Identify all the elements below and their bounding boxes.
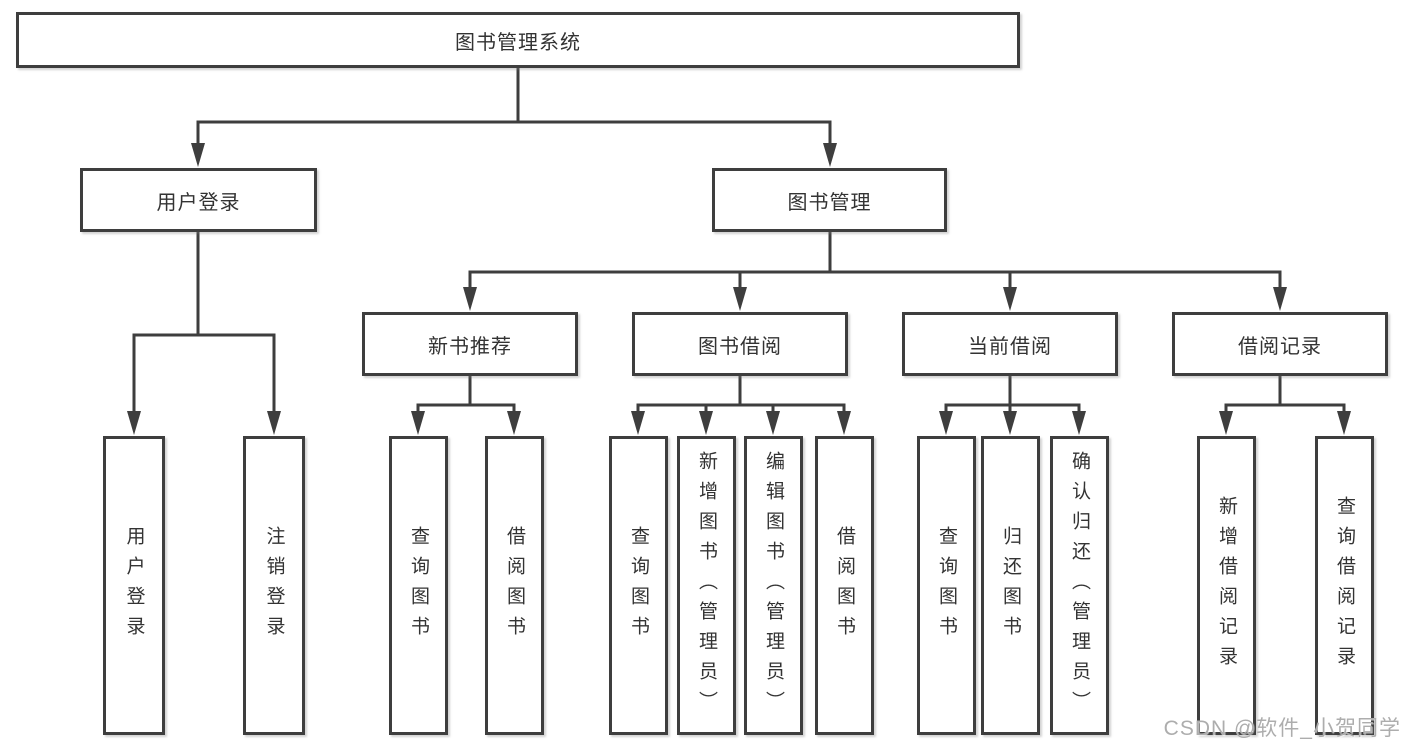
- node-root-library-system: 图书管理系统: [16, 12, 1020, 68]
- leaf-add-borrow-record: 新增借阅记录: [1197, 436, 1256, 735]
- node-label: 新增图书（管理员）: [696, 450, 717, 721]
- leaf-logout: 注销登录: [243, 436, 305, 735]
- node-label: 借阅图书: [504, 525, 525, 646]
- node-label: 查询图书: [408, 525, 429, 646]
- leaf-borrow-books-2: 借阅图书: [815, 436, 874, 735]
- node-label: 确认归还（管理员）: [1069, 450, 1090, 721]
- leaf-query-books-3: 查询图书: [917, 436, 976, 735]
- node-label: 归还图书: [1000, 525, 1021, 646]
- node-label: 新书推荐: [428, 335, 512, 358]
- node-label: 新增借阅记录: [1216, 495, 1237, 676]
- node-user-login: 用户登录: [80, 168, 317, 232]
- node-book-management: 图书管理: [712, 168, 947, 232]
- leaf-query-borrow-record: 查询借阅记录: [1315, 436, 1374, 735]
- node-label: 借阅记录: [1238, 335, 1322, 358]
- leaf-query-books-1: 查询图书: [389, 436, 448, 735]
- node-label: 编辑图书（管理员）: [763, 450, 784, 721]
- node-new-book-recommend: 新书推荐: [362, 312, 578, 376]
- node-label: 用户登录: [123, 525, 145, 646]
- node-label: 查询借阅记录: [1334, 495, 1355, 676]
- leaf-user-login: 用户登录: [103, 436, 165, 735]
- leaf-confirm-return-admin: 确认归还（管理员）: [1050, 436, 1109, 735]
- node-label: 注销登录: [263, 525, 285, 646]
- node-label: 图书借阅: [698, 335, 782, 358]
- node-book-borrow: 图书借阅: [632, 312, 848, 376]
- node-label: 用户登录: [156, 191, 241, 214]
- leaf-return-books: 归还图书: [981, 436, 1040, 735]
- leaf-query-books-2: 查询图书: [609, 436, 668, 735]
- leaf-edit-books-admin: 编辑图书（管理员）: [744, 436, 803, 735]
- node-borrow-records: 借阅记录: [1172, 312, 1388, 376]
- node-label: 图书管理: [787, 191, 872, 214]
- leaf-borrow-books-1: 借阅图书: [485, 436, 544, 735]
- node-label: 借阅图书: [834, 525, 855, 646]
- node-current-borrow: 当前借阅: [902, 312, 1118, 376]
- node-label: 查询图书: [936, 525, 957, 646]
- node-label: 查询图书: [628, 525, 649, 646]
- node-label: 图书管理系统: [455, 31, 581, 54]
- leaf-add-books-admin: 新增图书（管理员）: [677, 436, 736, 735]
- node-label: 当前借阅: [968, 335, 1052, 358]
